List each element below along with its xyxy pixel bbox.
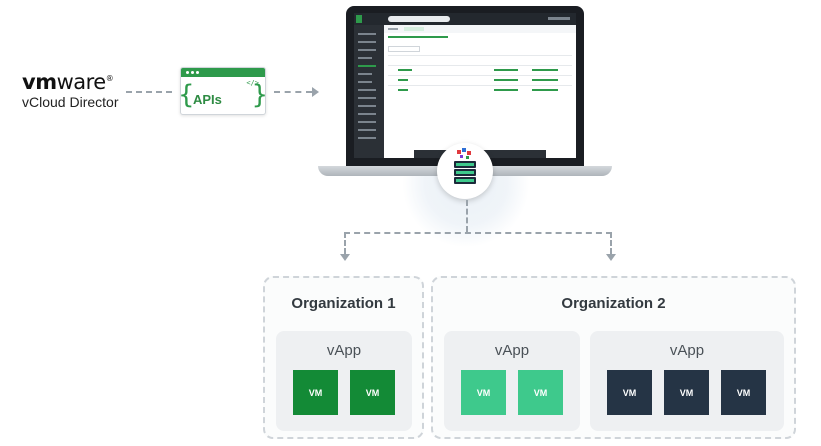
vapp-title: vApp xyxy=(326,342,362,359)
app-topbar xyxy=(354,13,576,25)
arrow-down-icon xyxy=(606,254,616,261)
app-logo-icon xyxy=(356,15,362,23)
vmware-logo: vmware® vCloud Director xyxy=(22,68,132,111)
right-brace-icon: } xyxy=(251,81,265,109)
organization-2: Organization 2 vApp VM VM vApp VM VM VM xyxy=(431,276,796,439)
app-tabs xyxy=(384,25,576,33)
code-icon: </> xyxy=(246,79,259,87)
laptop-display xyxy=(354,13,576,158)
vapp-container: vApp VM VM VM xyxy=(590,331,784,431)
vm-box: VM xyxy=(721,370,766,415)
vapp-container: vApp VM VM xyxy=(444,331,580,431)
arrow-right-icon xyxy=(312,87,319,97)
org-title: Organization 1 xyxy=(291,295,396,312)
product-name: vCloud Director xyxy=(22,94,119,110)
vm-box: VM xyxy=(664,370,709,415)
organization-1: Organization 1 vApp VM VM xyxy=(263,276,424,439)
logo-text-bold: vm xyxy=(22,70,57,94)
vm-box: VM xyxy=(461,370,506,415)
app-filter-input xyxy=(388,46,420,52)
api-card: </> { } APIs xyxy=(180,67,266,115)
app-sidebar xyxy=(354,25,384,158)
connector-stem xyxy=(466,200,468,232)
arrow-down-icon xyxy=(340,254,350,261)
logo-text-regular: ware xyxy=(56,70,107,94)
window-titlebar xyxy=(181,68,265,77)
vapp-container: vApp VM VM xyxy=(276,331,412,431)
connector-left-drop xyxy=(344,232,346,254)
hub-node xyxy=(437,143,493,199)
logo-mark: ® xyxy=(105,74,114,83)
app-search-bar xyxy=(388,16,450,22)
connector-right-drop xyxy=(610,232,612,254)
connector-line-left xyxy=(126,91,172,93)
vapp-title: vApp xyxy=(669,342,705,359)
vm-box: VM xyxy=(518,370,563,415)
vapp-title: vApp xyxy=(494,342,530,359)
api-label: APIs xyxy=(193,92,222,107)
org-title: Organization 2 xyxy=(561,295,666,312)
server-stack-icon xyxy=(454,148,476,184)
connector-line-right xyxy=(274,91,312,93)
left-brace-icon: { xyxy=(181,81,195,109)
vm-box: VM xyxy=(607,370,652,415)
vm-box: VM xyxy=(350,370,395,415)
vm-box: VM xyxy=(293,370,338,415)
connector-branch xyxy=(344,232,612,234)
